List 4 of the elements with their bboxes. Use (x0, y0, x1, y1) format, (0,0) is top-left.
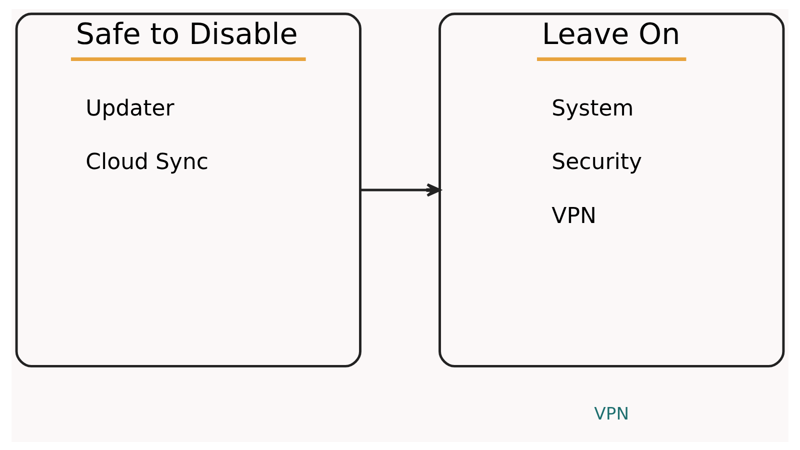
node-box: Leave On System Security VPN (438, 12, 785, 367)
node-box: Safe to Disable Updater Cloud Sync (15, 12, 362, 367)
arrow (360, 182, 441, 196)
label: VPN (594, 404, 630, 424)
